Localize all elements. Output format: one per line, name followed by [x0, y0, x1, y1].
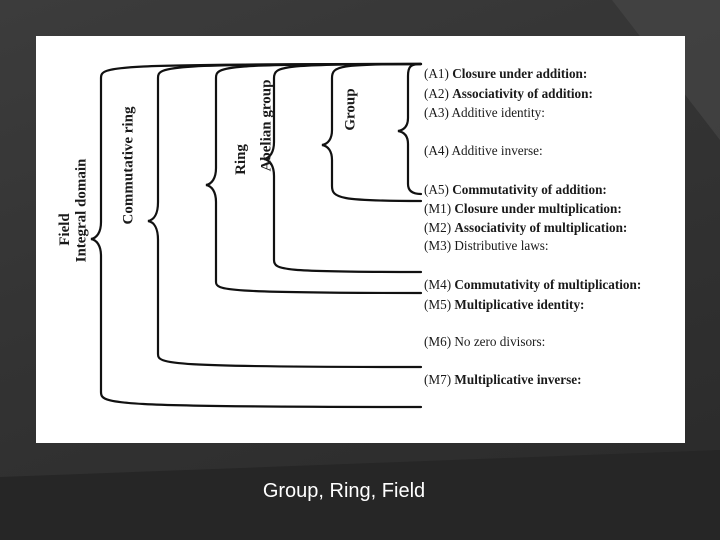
- bracket-lines: [90, 62, 423, 409]
- property-m4: (M4) Commutativity of multiplication:: [424, 277, 641, 293]
- field-bracket: [90, 62, 423, 409]
- property-name: Commutativity of addition:: [452, 182, 607, 197]
- property-code: (M2): [424, 220, 452, 235]
- property-code: (A1): [424, 66, 449, 81]
- group-bracket: [397, 62, 423, 196]
- property-name: Associativity of multiplication:: [454, 220, 628, 235]
- ring-bracket: [263, 62, 423, 274]
- abelian-group-bracket: [321, 62, 423, 203]
- property-name: Commutativity of multiplication:: [454, 277, 642, 292]
- property-code: (A3): [424, 105, 449, 120]
- property-code: (M3): [424, 238, 452, 253]
- property-code: (M4): [424, 277, 452, 292]
- property-code: (M5): [424, 297, 452, 312]
- property-m3: (M3) Distributive laws:: [424, 238, 549, 254]
- property-name: Closure under multiplication:: [454, 201, 622, 216]
- group-label: Group: [342, 87, 359, 131]
- property-m2: (M2) Associativity of multiplication:: [424, 220, 627, 236]
- integral-domain-label: Integral domain: [72, 158, 89, 262]
- property-a2: (A2) Associativity of addition:: [424, 86, 593, 102]
- commutative-ring-bracket: [205, 62, 423, 295]
- property-code: (M6): [424, 334, 452, 349]
- property-name: Additive identity:: [451, 105, 545, 120]
- abelian-group-label: Abelian group: [257, 79, 274, 171]
- property-name: Additive inverse:: [451, 143, 543, 158]
- property-code: (M7): [424, 372, 452, 387]
- property-name: Distributive laws:: [454, 238, 549, 253]
- property-m6: (M6) No zero divisors:: [424, 334, 545, 350]
- property-code: (A4): [424, 143, 449, 158]
- property-name: Closure under addition:: [452, 66, 588, 81]
- property-code: (A5): [424, 182, 449, 197]
- property-a1: (A1) Closure under addition:: [424, 66, 587, 82]
- property-m5: (M5) Multiplicative identity:: [424, 297, 584, 313]
- algebraic-structures-diagram: Group Abelian group Ring Commutative rin…: [36, 36, 685, 443]
- property-name: No zero divisors:: [454, 334, 546, 349]
- ring-label: Ring: [232, 143, 249, 175]
- property-a5: (A5) Commutativity of addition:: [424, 182, 607, 198]
- property-m7: (M7) Multiplicative inverse:: [424, 372, 582, 388]
- property-m1: (M1) Closure under multiplication:: [424, 201, 622, 217]
- integral-domain-bracket: [147, 62, 423, 369]
- property-code: (M1): [424, 201, 452, 216]
- property-name: Multiplicative inverse:: [454, 372, 582, 387]
- property-code: (A2): [424, 86, 449, 101]
- slide-caption: Group, Ring, Field: [262, 480, 426, 502]
- commutative-ring-label: Commutative ring: [119, 106, 136, 224]
- property-a3: (A3) Additive identity:: [424, 105, 545, 121]
- field-label: Field: [56, 212, 73, 246]
- property-name: Associativity of addition:: [452, 86, 593, 101]
- property-a4: (A4) Additive inverse:: [424, 143, 543, 159]
- property-name: Multiplicative identity:: [454, 297, 585, 312]
